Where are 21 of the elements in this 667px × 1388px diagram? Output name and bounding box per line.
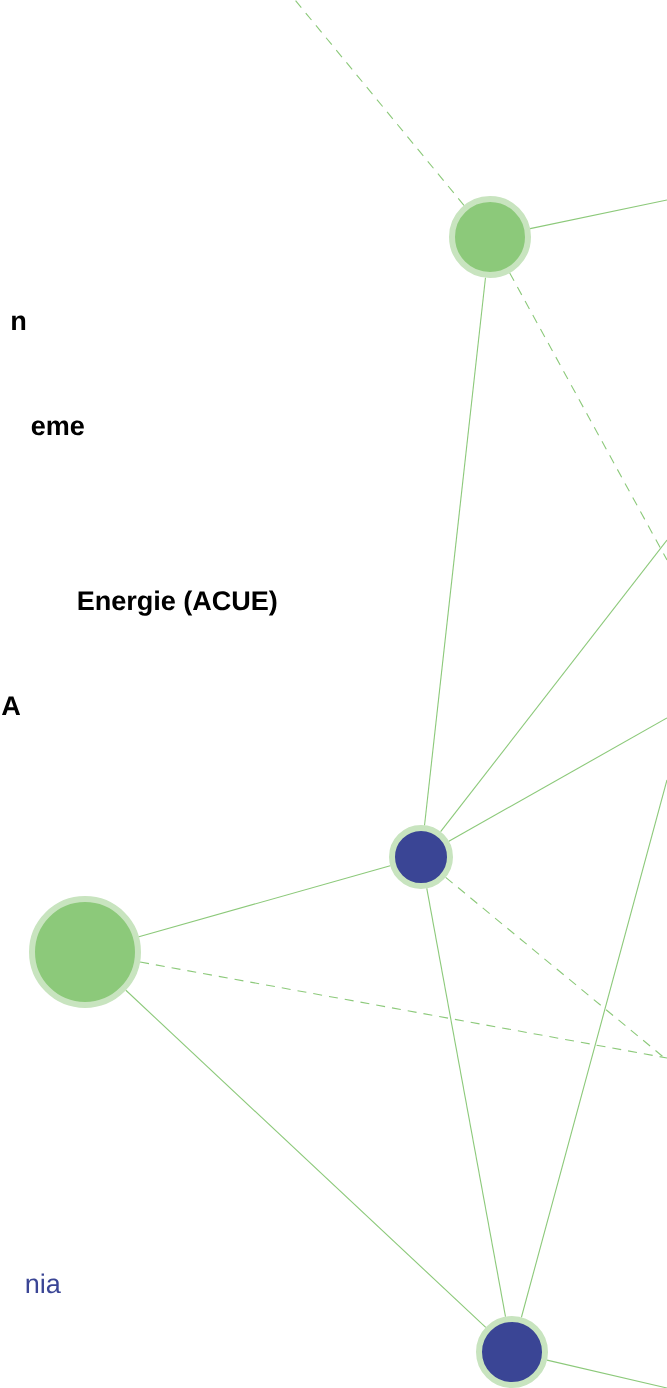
label-text: A (2, 696, 21, 715)
connector-line (426, 887, 507, 1318)
label-text: eme (31, 420, 84, 436)
label-text: n (12, 315, 26, 330)
connector-line (294, 0, 465, 206)
label-text: nia (26, 1273, 61, 1294)
connector-line (125, 989, 487, 1328)
connector-line (139, 961, 667, 1059)
connector-line (509, 272, 667, 561)
connector-line (440, 539, 667, 833)
network-node (476, 1316, 548, 1388)
connector-line (529, 199, 667, 230)
connector-line (520, 779, 667, 1318)
connector-line (448, 717, 667, 842)
connector-line (546, 1359, 667, 1388)
network-node (29, 896, 141, 1008)
network-node (389, 825, 453, 889)
connector-line (138, 865, 391, 938)
label-text: Energie (ACUE) (78, 590, 277, 616)
connector-line (424, 277, 487, 826)
network-node (449, 196, 531, 278)
